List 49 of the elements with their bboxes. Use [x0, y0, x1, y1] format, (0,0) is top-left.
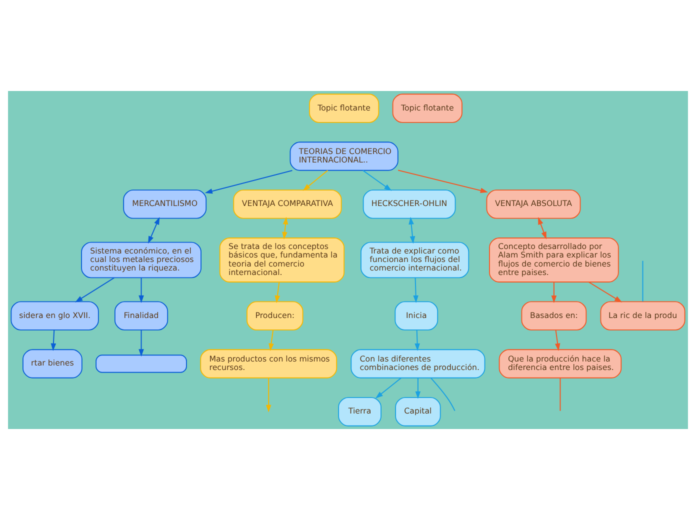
arrow [398, 170, 488, 194]
node-box: Producen: [246, 301, 304, 330]
arrow [148, 216, 160, 244]
node-box: Concepto desarrollado por Alam Smith para explicar los flujos de comercio de bienes entre paises. [489, 238, 619, 282]
arrow [266, 378, 272, 412]
node-box: Con las diferentes combinaciones de producción. [350, 349, 486, 378]
node-box: Finalidad [114, 301, 168, 330]
arrow [274, 282, 280, 304]
arrow [551, 282, 557, 304]
arrow [414, 330, 420, 351]
arrow [413, 278, 418, 303]
node-box: rtar bienes [22, 349, 82, 378]
node-box: MERCANTILISMO [123, 190, 207, 219]
node-box: Basados en: [521, 301, 587, 330]
connector [560, 378, 561, 411]
node-box: VENTAJA COMPARATIVA [233, 190, 342, 219]
arrow [375, 378, 402, 398]
arrow [204, 170, 292, 194]
node-box: Se trata de los conceptos básicos que, fundamenta la teoria del comercio internacional. [219, 238, 345, 282]
arrow [538, 216, 546, 240]
node-box: HECKSCHER-OHLIN [362, 190, 456, 219]
arrow [554, 330, 560, 351]
arrow [138, 330, 144, 357]
arrow [282, 216, 288, 240]
node-box: Topic flotante [392, 94, 462, 123]
arrow [415, 378, 421, 399]
node-box: Que la producción hace la diferencia entre los paises. [498, 349, 622, 378]
arrow [50, 330, 56, 351]
node-box: Trata de explicar como funcionan los flujos del comercio internacional. [360, 242, 470, 278]
node-box: Capital [395, 397, 441, 426]
node-box: Topic flotante [309, 94, 380, 123]
arrow [588, 282, 622, 302]
arrow [408, 216, 416, 244]
node-box: La ric de la produ [600, 301, 686, 330]
node-box [96, 354, 187, 373]
arrow [75, 277, 114, 302]
node-box: TEORIAS DE COMERCIO INTERNACIONAL.. [290, 142, 398, 171]
node-box: sidera en glo XVII. [10, 301, 99, 330]
arrow [268, 330, 274, 351]
connector [430, 378, 456, 412]
node-box: Inicia [394, 301, 438, 330]
arrow [302, 170, 328, 191]
node-box: VENTAJA ABSOLUTA [486, 190, 581, 219]
node-box: Mas productos con los mismos recursos. [200, 349, 338, 378]
arrow [138, 278, 144, 303]
connector [642, 260, 644, 302]
node-box: Tierra [338, 397, 382, 426]
arrow [362, 170, 392, 191]
node-box: Sistema económico, en el cual los metales preciosos constituyen la riqueza. [81, 242, 202, 278]
